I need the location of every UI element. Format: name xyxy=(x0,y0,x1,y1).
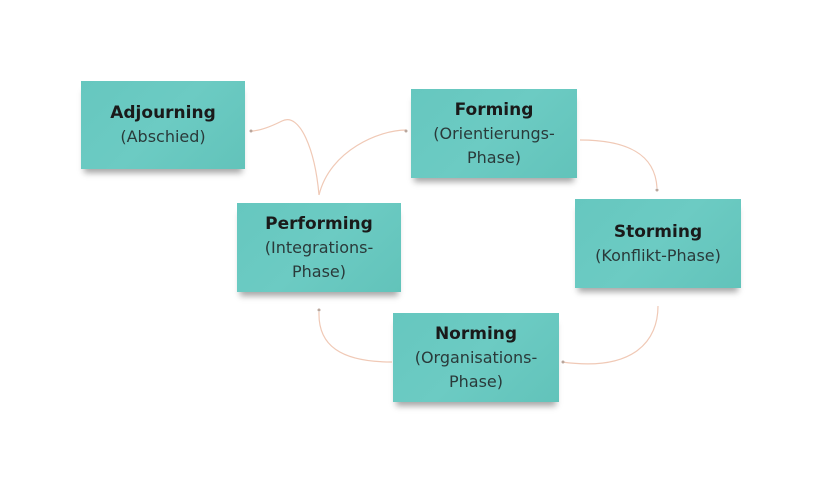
stage-subtitle: (Orientierungs- Phase) xyxy=(433,123,555,167)
connector-performing-forming xyxy=(318,129,407,196)
stage-title: Forming xyxy=(454,99,534,120)
connector-end-norming xyxy=(561,360,565,364)
stage-note-performing[interactable]: Performing (Integrations- Phase) xyxy=(237,203,401,292)
stage-subtitle: (Konflikt-Phase) xyxy=(595,245,721,265)
stage-note-forming[interactable]: Forming (Orientierungs- Phase) xyxy=(411,89,577,178)
connector-performing-adjourning xyxy=(250,119,320,196)
stage-note-storming[interactable]: Storming (Konflikt-Phase) xyxy=(575,199,741,288)
connector-end-forming xyxy=(404,129,408,133)
connector-end-performing xyxy=(317,308,321,312)
stage-subtitle: (Integrations- Phase) xyxy=(264,237,374,281)
stage-note-adjourning[interactable]: Adjourning (Abschied) xyxy=(81,81,245,169)
stage-note-norming[interactable]: Norming (Organisations- Phase) xyxy=(393,313,559,402)
stage-subtitle: (Abschied) xyxy=(120,127,206,146)
stage-subtitle: (Organisations- Phase) xyxy=(414,347,538,391)
stage-title: Adjourning xyxy=(110,103,216,123)
connector-forming-storming xyxy=(579,139,658,189)
stage-title: Norming xyxy=(434,323,518,344)
stage-title: Performing xyxy=(265,213,373,234)
connector-storming-norming xyxy=(561,305,659,365)
connector-end-storming xyxy=(655,188,659,192)
connector-norming-performing xyxy=(318,311,393,363)
stage-title: Storming xyxy=(613,221,703,242)
connector-end-adjourning xyxy=(249,129,253,133)
